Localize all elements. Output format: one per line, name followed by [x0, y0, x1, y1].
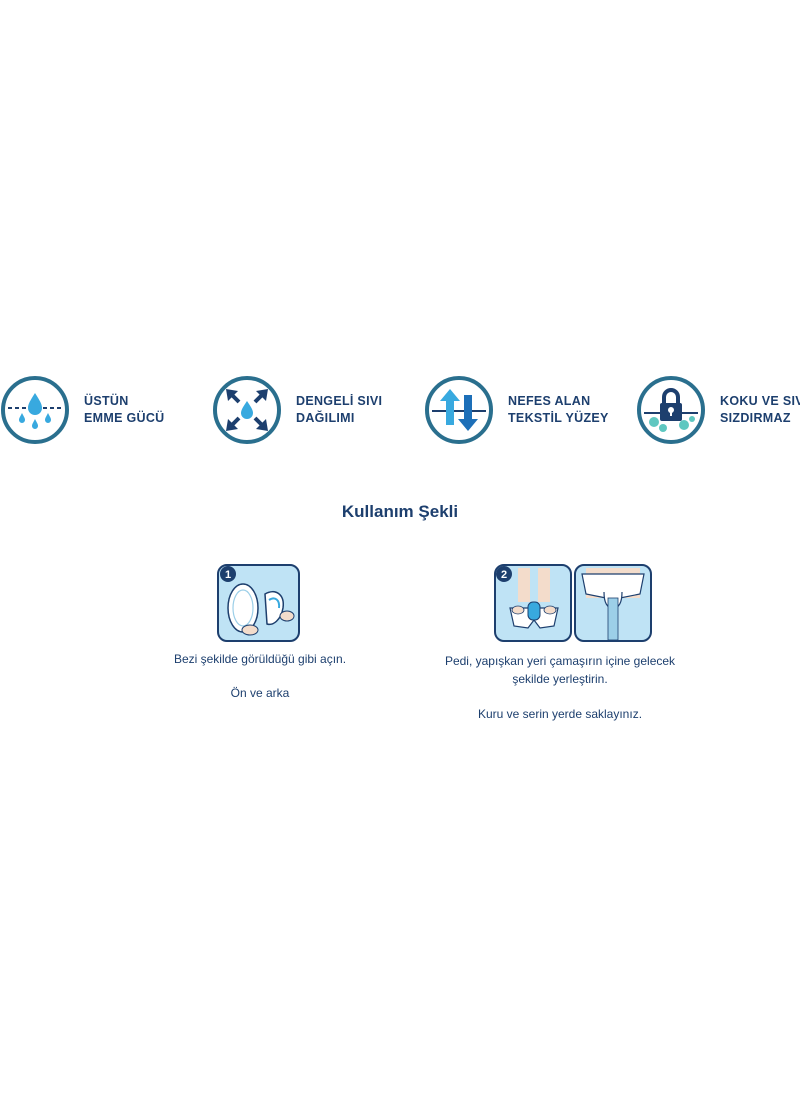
feature-label: DENGELİ SIVI DAĞILIMI: [296, 394, 383, 425]
step2-caption-line1: Pedi, yapışkan yeri çamaşırın içine gele…: [444, 654, 676, 668]
step2-caption: Pedi, yapışkan yeri çamaşırın içine gele…: [430, 652, 690, 688]
lock-icon: [637, 376, 705, 444]
feature-distribution: DENGELİ SIVI DAĞILIMI: [212, 374, 391, 446]
feature-breathable: NEFES ALAN TEKSTİL YÜZEY: [424, 374, 609, 446]
step2-illustration: 2: [494, 564, 652, 642]
feature-absorption: ÜSTÜN EMME GÜCÜ: [0, 374, 179, 446]
feature-leakproof: KOKU VE SIVI SIZDIRMAZ: [636, 374, 800, 446]
step1-caption: Bezi şekilde görüldüğü gibi açın.: [173, 652, 347, 666]
step1-illustration: 1: [217, 564, 300, 642]
feature-label: ÜSTÜN EMME GÜCÜ: [84, 394, 165, 425]
feature-label: NEFES ALAN TEKSTİL YÜZEY: [508, 394, 609, 425]
step-number-badge: [496, 566, 512, 582]
step2-caption-line2: şekilde yerleştirin.: [512, 672, 608, 686]
feature-label: KOKU VE SIVI SIZDIRMAZ: [720, 394, 800, 425]
airflow-arrows-icon: [425, 376, 493, 444]
step2-note: Kuru ve serin yerde saklayınız.: [477, 707, 643, 721]
step-number: 2: [501, 569, 507, 581]
spread-arrows-icon: [213, 376, 281, 444]
section-title: Kullanım Şekli: [341, 502, 459, 521]
step-number: 1: [225, 569, 231, 581]
step-number-badge: [220, 566, 236, 582]
water-drops-icon: [1, 376, 69, 444]
step1-note: Ön ve arka: [230, 686, 290, 700]
